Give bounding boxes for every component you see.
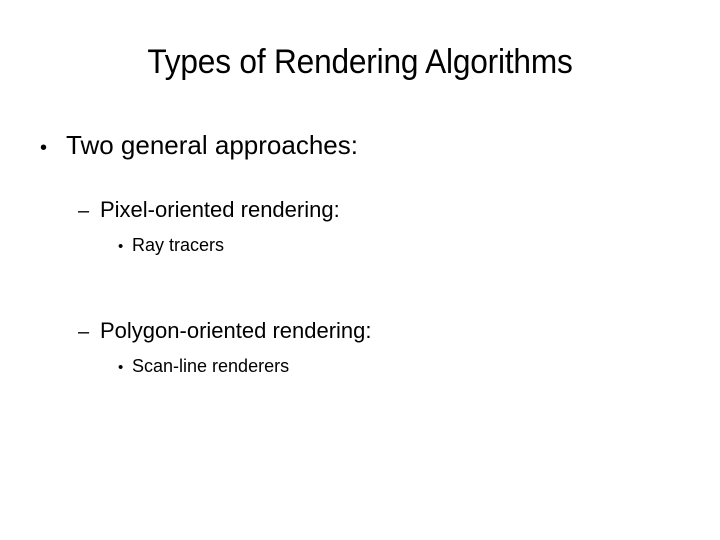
page-title: Types of Rendering Algorithms bbox=[147, 43, 573, 81]
en-dash-bullet-icon: – bbox=[78, 200, 90, 222]
bullet-text: Pixel-oriented rendering: bbox=[100, 197, 340, 222]
round-bullet-icon: • bbox=[40, 137, 48, 159]
spacer bbox=[40, 165, 690, 195]
bullet-item-level3-ray-tracers: • Ray tracers bbox=[118, 232, 690, 260]
bullet-text: Scan-line renderers bbox=[132, 356, 290, 376]
bullet-item-level2-polygon: – Polygon-oriented rendering: bbox=[78, 316, 690, 347]
bullet-item-level1: • Two general approaches: bbox=[40, 128, 690, 165]
round-bullet-icon: • bbox=[118, 238, 124, 255]
bullet-item-level3-scan-line: • Scan-line renderers bbox=[118, 353, 690, 381]
round-bullet-icon: • bbox=[118, 359, 124, 376]
bullet-text: Polygon-oriented rendering: bbox=[100, 318, 372, 343]
spacer bbox=[40, 260, 690, 288]
en-dash-bullet-icon: – bbox=[78, 321, 90, 343]
slide-content-body: • Two general approaches: – Pixel-orient… bbox=[40, 128, 690, 381]
bullet-text: Ray tracers bbox=[132, 235, 225, 255]
bullet-item-level2-pixel: – Pixel-oriented rendering: bbox=[78, 195, 690, 226]
spacer bbox=[40, 288, 690, 316]
bullet-text: Two general approaches: bbox=[66, 130, 358, 160]
